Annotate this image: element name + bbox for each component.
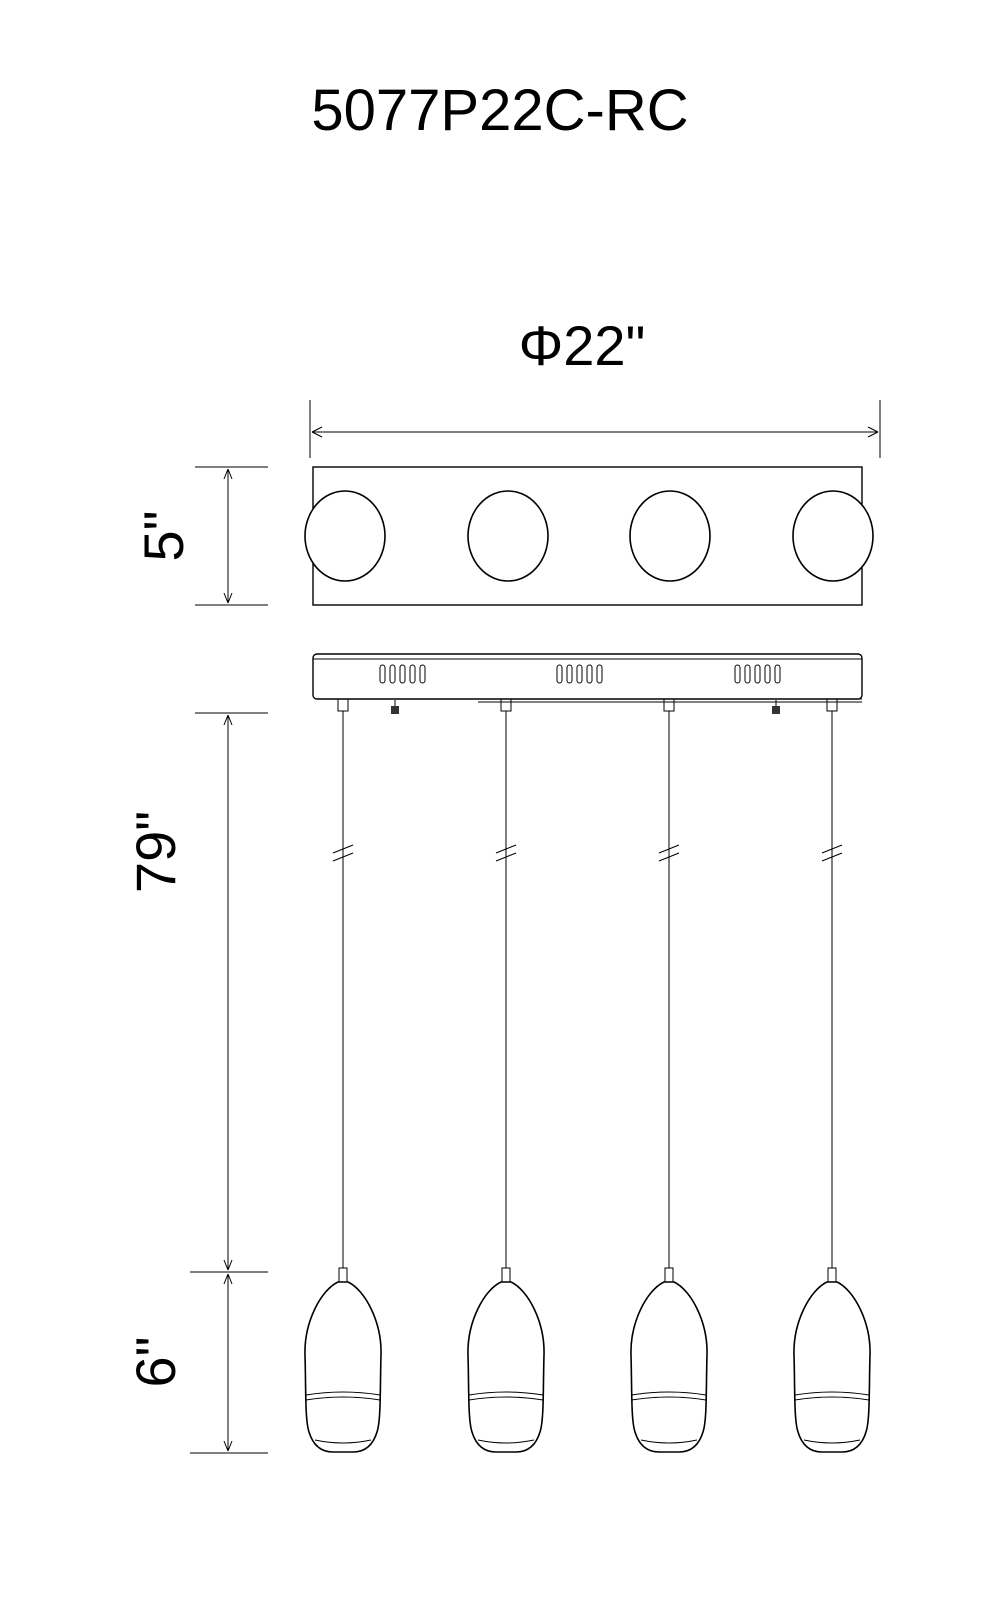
socket-circle — [467, 490, 549, 582]
cord-break-mark — [658, 844, 680, 862]
pendant — [793, 698, 871, 1453]
socket-circle — [304, 490, 386, 582]
cord-length-dimension: 79" — [124, 712, 268, 1271]
cord-length-label: 79" — [124, 811, 187, 893]
width-label: Φ22" — [519, 314, 646, 377]
vent-slots — [379, 664, 426, 684]
pendant — [630, 698, 708, 1453]
width-dimension: Φ22" — [309, 314, 881, 458]
cord-break-mark — [821, 844, 843, 862]
vent-slots — [556, 664, 603, 684]
cord-break-mark — [332, 844, 354, 862]
socket-circle — [792, 490, 874, 582]
shade-height-label: 6" — [124, 1336, 187, 1387]
model-title: 5077P22C-RC — [311, 78, 688, 143]
socket-circle — [629, 490, 711, 582]
pendant — [304, 698, 382, 1453]
canopy-side-view — [312, 653, 863, 714]
pendant — [467, 698, 545, 1453]
mounting-screw — [391, 700, 399, 714]
canopy-top-view — [304, 466, 874, 606]
vent-slots — [734, 664, 781, 684]
shade-height-dimension: 6" — [124, 1271, 268, 1454]
mounting-screw — [772, 700, 780, 714]
canopy-height-dimension: 5" — [132, 466, 268, 606]
canopy-height-label: 5" — [132, 510, 195, 561]
cord-break-mark — [495, 844, 517, 862]
